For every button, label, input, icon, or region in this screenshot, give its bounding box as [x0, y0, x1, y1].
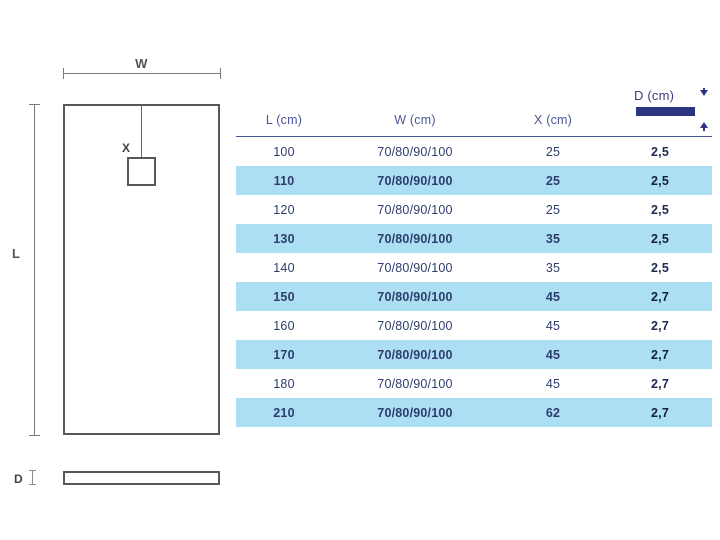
length-tick-bottom-icon: [29, 435, 40, 436]
technical-drawing: W L X D: [0, 0, 236, 540]
depth-arrow-up-stem-icon: [703, 127, 705, 131]
cell-offset: 62: [545, 405, 561, 420]
table-row: 110 70/80/90/100 25 2,5: [236, 166, 712, 195]
width-tick-right-icon: [220, 68, 221, 79]
cell-depth: 2,5: [651, 173, 669, 188]
drain-offset-label: X: [122, 141, 131, 155]
cell-width: 70/80/90/100: [377, 289, 453, 304]
cell-depth: 2,5: [651, 202, 669, 217]
table-row: 130 70/80/90/100 35 2,5: [236, 224, 712, 253]
cell-depth: 2,7: [651, 347, 669, 362]
cell-width: 70/80/90/100: [377, 202, 453, 217]
cell-length: 180: [273, 376, 295, 391]
column-header-width: W (cm): [394, 113, 436, 127]
column-header-offset: X (cm): [534, 113, 572, 127]
cell-offset: 35: [545, 231, 561, 246]
cell-width: 70/80/90/100: [377, 405, 453, 420]
table-header-row: L (cm) W (cm) X (cm): [236, 113, 712, 137]
cell-depth: 2,7: [651, 289, 669, 304]
cell-length: 170: [273, 347, 295, 362]
cell-offset: 45: [545, 347, 561, 362]
cell-length: 210: [273, 405, 295, 420]
depth-tick-cap-top-icon: [29, 470, 36, 471]
drain-square-icon: [127, 157, 156, 186]
drain-leader-line: [141, 105, 142, 175]
cell-width: 70/80/90/100: [377, 376, 453, 391]
cell-offset: 45: [545, 289, 561, 304]
table-row: 140 70/80/90/100 35 2,5: [236, 253, 712, 282]
column-header-depth: [608, 113, 712, 137]
cell-width: 70/80/90/100: [377, 231, 453, 246]
depth-arrow-up-icon: [700, 122, 708, 128]
cell-depth: 2,5: [651, 144, 669, 159]
cell-depth: 2,7: [651, 405, 669, 420]
table-row: 180 70/80/90/100 45 2,7: [236, 369, 712, 398]
table-row: 170 70/80/90/100 45 2,7: [236, 340, 712, 369]
table-header: L (cm) W (cm) X (cm): [236, 113, 712, 137]
depth-arrow-down-icon: [700, 90, 708, 96]
cell-depth: 2,7: [651, 318, 669, 333]
cell-offset: 25: [545, 202, 561, 217]
specification-table-area: D (cm) L (cm) W (cm) X (cm) 100 70/80/90/…: [236, 0, 720, 540]
table-row: 100 70/80/90/100 25 2,5: [236, 136, 712, 166]
table-row: 120 70/80/90/100 25 2,5: [236, 195, 712, 224]
length-dimension-label: L: [12, 246, 21, 261]
shower-tray-plan-view: [63, 104, 220, 435]
table-row: 160 70/80/90/100 45 2,7: [236, 311, 712, 340]
cell-width: 70/80/90/100: [377, 173, 453, 188]
cell-offset: 25: [545, 144, 561, 159]
cell-length: 110: [273, 173, 295, 188]
cell-depth: 2,5: [651, 231, 669, 246]
cell-length: 130: [273, 231, 295, 246]
cell-length: 120: [273, 202, 295, 217]
table-body: 100 70/80/90/100 25 2,5 110 70/80/90/100 25 2,5…: [236, 136, 712, 427]
width-dimension-line: [63, 73, 220, 74]
table-row: 210 70/80/90/100 62 2,7: [236, 398, 712, 427]
cell-offset: 25: [545, 173, 561, 188]
length-tick-top-icon: [29, 104, 40, 105]
shower-tray-side-profile: [63, 471, 220, 485]
cell-offset: 45: [545, 376, 561, 391]
depth-tick-line-icon: [32, 470, 33, 485]
cell-depth: 2,5: [651, 260, 669, 275]
cell-offset: 35: [545, 260, 561, 275]
cell-length: 150: [273, 289, 295, 304]
table-row: 150 70/80/90/100 45 2,7: [236, 282, 712, 311]
cell-width: 70/80/90/100: [377, 144, 453, 159]
depth-tick-cap-bottom-icon: [29, 484, 36, 485]
cell-width: 70/80/90/100: [377, 347, 453, 362]
cell-offset: 45: [545, 318, 561, 333]
cell-width: 70/80/90/100: [377, 260, 453, 275]
length-dimension-line: [34, 104, 35, 435]
depth-legend-label: D (cm): [634, 88, 675, 103]
cell-depth: 2,7: [651, 376, 669, 391]
width-tick-left-icon: [63, 68, 64, 79]
cell-width: 70/80/90/100: [377, 318, 453, 333]
cell-length: 140: [273, 260, 295, 275]
cell-length: 160: [273, 318, 295, 333]
column-header-length: L (cm): [265, 113, 303, 127]
depth-bar-icon: [636, 107, 695, 116]
width-dimension-label: W: [135, 56, 148, 71]
dimensions-table: L (cm) W (cm) X (cm) 100 70/80/90/100 25 2,…: [236, 113, 712, 427]
cell-length: 100: [273, 144, 295, 159]
depth-dimension-label: D: [14, 472, 24, 486]
depth-legend: D (cm): [634, 88, 720, 140]
